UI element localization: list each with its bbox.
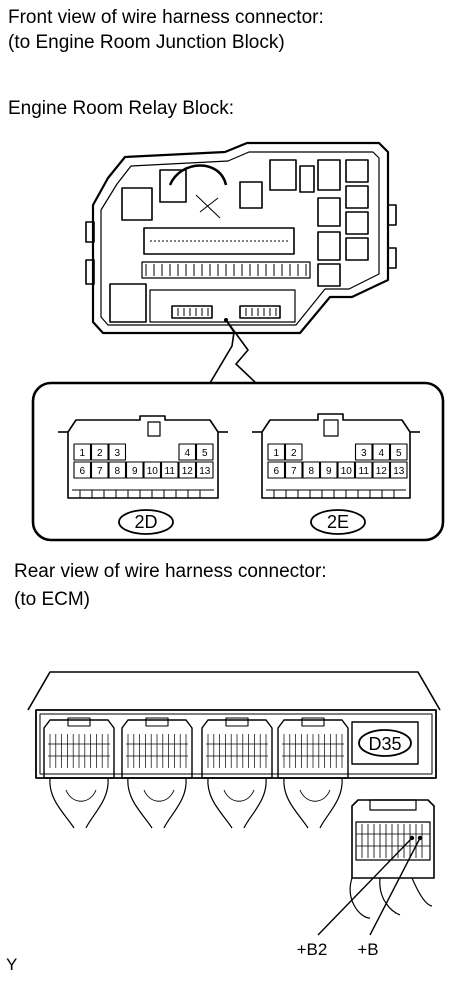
- harness-wire: [49, 777, 75, 829]
- ecm-socket: [121, 719, 193, 779]
- harness-wire: [65, 789, 97, 802]
- 2d-pin-cell: [73, 443, 92, 461]
- 2e-pin-number: 5: [396, 448, 402, 459]
- caption-rear-view: Rear view of wire harness connector:: [14, 561, 327, 582]
- harness-wire: [243, 777, 267, 829]
- 2e-pin-number: 12: [376, 466, 388, 477]
- 2e-pin-number: 3: [361, 448, 367, 459]
- relay-block: [85, 141, 397, 384]
- 2d-pin-cell: [73, 461, 92, 479]
- 2d-pin-cell: [178, 461, 197, 479]
- ecm-socket: [43, 719, 115, 779]
- 2e-pin-cell: [354, 461, 373, 479]
- 2e-pin-number: 13: [393, 466, 405, 477]
- 2e-pin-cell: [389, 443, 408, 461]
- ecm-connector-d35: [349, 799, 435, 919]
- connector-2e-code: 2E: [327, 512, 349, 532]
- 2e-pin-number: 11: [359, 466, 370, 477]
- 2d-pin-number: 4: [184, 448, 190, 459]
- 2d-pin-number: 12: [182, 466, 194, 477]
- ecm-socket-latch: [225, 717, 249, 727]
- 2e-pin-cell: [319, 461, 338, 479]
- harness-wire: [223, 789, 255, 802]
- ecm-socket-latch: [67, 717, 91, 727]
- harness-wire: [319, 777, 343, 829]
- 2d-pin-cell: [143, 461, 162, 479]
- 2e-pin-cell: [267, 461, 286, 479]
- 2e-pin-cell: [267, 443, 286, 461]
- connector-2e: [252, 413, 420, 499]
- caption-front-target: (to Engine Room Junction Block): [8, 32, 285, 53]
- harness-wire: [85, 777, 109, 829]
- pin-label-b: +B: [357, 940, 378, 959]
- connector-2e-code-oval: [310, 509, 366, 535]
- 2d-pin-cell: [125, 461, 144, 479]
- 2e-pin-cell: [372, 461, 391, 479]
- 2e-pin-cell: [337, 461, 356, 479]
- ecm-sockets: [43, 717, 349, 829]
- 2d-pin-number: 9: [132, 466, 138, 477]
- 2e-pin-number: 1: [273, 448, 279, 459]
- ecm-connector-code-oval: [358, 729, 412, 757]
- ecm-socket-latch: [145, 717, 169, 727]
- 2d-pin-cell: [160, 461, 179, 479]
- 2e-pin-number: 2: [291, 448, 297, 459]
- ecm-connector-code: D35: [368, 734, 401, 754]
- 2d-pin-cell: [195, 461, 214, 479]
- connector-2d: [58, 415, 228, 499]
- 2d-pin-number: 1: [79, 448, 85, 459]
- caption-relay-block: Engine Room Relay Block:: [8, 98, 234, 119]
- 2d-pin-number: 10: [147, 466, 159, 477]
- harness-wire: [163, 777, 187, 829]
- caption-front-view: Front view of wire harness connector:: [8, 7, 324, 28]
- 2d-pin-cell: [108, 461, 127, 479]
- 2d-pin-number: 3: [114, 448, 120, 459]
- 2d-pin-number: 5: [202, 448, 208, 459]
- connector-zoom-box: [31, 381, 445, 542]
- 2e-pin-number: 10: [341, 466, 353, 477]
- 2e-pin-number: 8: [308, 466, 314, 477]
- 2d-pin-number: 6: [79, 466, 85, 477]
- caption-rear-target: (to ECM): [14, 589, 90, 610]
- 2e-pin-number: 6: [273, 466, 279, 477]
- 2d-pin-cell: [108, 443, 127, 461]
- 2e-pin-number: 7: [291, 466, 297, 477]
- 2d-pin-cell: [178, 443, 197, 461]
- fuse-cavity: [317, 159, 341, 191]
- 2e-pin-cell: [372, 443, 391, 461]
- 2d-pin-cell: [90, 443, 109, 461]
- 2e-pin-cell: [284, 443, 303, 461]
- ecm-socket-latch: [301, 717, 325, 727]
- harness-wire: [207, 777, 233, 829]
- harness-wire: [127, 777, 153, 829]
- 2d-pin-cell: [195, 443, 214, 461]
- 2e-pin-cell: [302, 461, 321, 479]
- harness-wire: [299, 789, 331, 802]
- 2d-pin-number: 13: [199, 466, 211, 477]
- 2e-pin-cell: [354, 443, 373, 461]
- ecm-socket: [277, 719, 349, 779]
- harness-wire: [283, 777, 309, 829]
- 2e-pin-cell: [389, 461, 408, 479]
- 2d-pin-number: 7: [97, 466, 103, 477]
- harness-wire: [143, 789, 175, 802]
- figure-code: Y: [6, 955, 17, 974]
- connector-2d-code: 2D: [134, 512, 157, 532]
- ecm-socket: [201, 719, 273, 779]
- 2e-pin-cell: [284, 461, 303, 479]
- connector-2d-code-oval: [118, 509, 174, 535]
- 2d-pin-number: 11: [165, 466, 176, 477]
- 2d-pin-number: 2: [97, 448, 103, 459]
- pin-label-b2: +B2: [297, 940, 328, 959]
- 2e-pin-number: 4: [378, 448, 384, 459]
- 2e-pin-number: 9: [326, 466, 332, 477]
- 2d-pin-number: 8: [114, 466, 120, 477]
- 2d-pin-cell: [90, 461, 109, 479]
